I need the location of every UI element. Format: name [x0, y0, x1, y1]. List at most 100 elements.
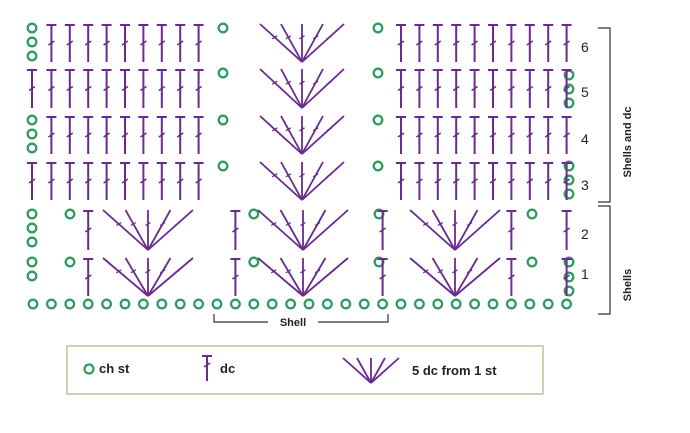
chain-stitch — [563, 256, 575, 268]
dc-stitch — [27, 162, 37, 200]
dc-stitch — [469, 24, 480, 62]
chain-stitch — [563, 160, 575, 172]
dc-stitch — [524, 116, 535, 154]
dc-stitch — [83, 69, 94, 108]
chain-stitch — [561, 298, 573, 310]
dc-stitch — [432, 69, 443, 108]
chain-stitch — [505, 298, 517, 310]
chain-stitch — [26, 128, 38, 140]
dc-stitch — [561, 258, 572, 296]
shells-label: Shells — [622, 269, 634, 301]
dc-stitch — [561, 162, 572, 200]
dc-stitch — [451, 24, 462, 62]
chain-stitch — [563, 174, 575, 186]
row-number-3: 3 — [581, 177, 589, 193]
row-numbers: 1 2 3 4 5 6 — [581, 39, 589, 282]
dc-stitch — [156, 24, 167, 62]
dc-stitch — [193, 162, 204, 200]
dc-stitch — [414, 69, 425, 108]
chain-stitch — [217, 114, 229, 126]
chain-stitch — [217, 67, 229, 79]
chain-stitch — [563, 188, 575, 200]
dc-stitch — [101, 24, 112, 62]
dc-stitch — [488, 69, 498, 108]
chain-stitch — [321, 298, 333, 310]
chain-stitch — [26, 114, 38, 126]
dc-stitch — [64, 69, 75, 108]
chain-stitch — [266, 298, 278, 310]
dc-stitch — [64, 162, 75, 200]
chain-stitch — [248, 256, 260, 268]
dc-stitch — [156, 116, 167, 154]
dc-stitch — [120, 24, 130, 62]
chain-stitch — [372, 67, 384, 79]
double-crochet-icon — [202, 355, 212, 381]
dc-stitch — [506, 258, 517, 296]
shell-label: Shell — [280, 317, 306, 329]
dc-stitch — [175, 116, 186, 154]
dc-stitch — [469, 162, 480, 200]
row-number-2: 2 — [581, 226, 589, 242]
dc-stitch — [396, 24, 406, 62]
chain-stitch — [26, 256, 38, 268]
chain-stitch — [101, 298, 113, 310]
dc-stitch — [46, 69, 57, 108]
dc-stitch — [230, 258, 241, 296]
shells-and-dc-bracket: Shells and dc — [598, 27, 634, 203]
dc-stitch — [506, 24, 517, 62]
dc-stitch — [396, 162, 406, 200]
chain-stitch — [542, 298, 554, 310]
dc-stitch — [101, 162, 112, 200]
dc-stitch — [414, 116, 425, 154]
legend-chain: ch st — [82, 361, 129, 376]
chain-stitch — [26, 50, 38, 62]
chain-stitch — [26, 22, 38, 34]
dc-stitch — [396, 116, 406, 154]
chain-stitch — [193, 298, 205, 310]
chain-stitch — [526, 256, 538, 268]
chain-stitch — [248, 208, 260, 220]
chain-stitch — [248, 298, 260, 310]
dc-stitch — [432, 162, 443, 200]
legend-shell: 5 dc from 1 st — [340, 355, 497, 385]
dc-stitch — [396, 69, 406, 108]
shell-bracket: Shell — [213, 314, 389, 329]
dc-stitch — [175, 24, 186, 62]
dc-stitch — [543, 69, 554, 108]
chain-stitch — [119, 298, 131, 310]
dc-stitch — [414, 24, 425, 62]
row-number-4: 4 — [581, 131, 589, 147]
dc-stitch — [101, 116, 112, 154]
dc-stitch — [469, 69, 480, 108]
dc-stitch — [193, 24, 204, 62]
stitch-grid — [26, 22, 575, 310]
dc-stitch — [488, 24, 498, 62]
chain-stitch — [340, 298, 352, 310]
legend-chain-label: ch st — [99, 361, 130, 376]
dc-stitch — [83, 258, 94, 296]
shell-stitch — [259, 68, 345, 109]
dc-stitch — [101, 69, 112, 108]
chain-stitch — [26, 236, 38, 248]
dc-stitch — [377, 210, 388, 250]
dc-stitch — [506, 210, 517, 250]
dc-stitch — [524, 24, 535, 62]
dc-stitch — [193, 116, 204, 154]
chain-stitch — [358, 298, 370, 310]
chain-stitch-icon — [83, 362, 95, 375]
row-number-1: 1 — [581, 266, 589, 282]
shell-stitch — [102, 257, 194, 297]
chain-stitch — [526, 208, 538, 220]
dc-stitch — [488, 116, 498, 154]
chain-stitch — [285, 298, 297, 310]
dc-stitch — [175, 162, 186, 200]
dc-stitch — [138, 69, 149, 108]
chain-stitch — [137, 298, 149, 310]
legend-shell-label: 5 dc from 1 st — [412, 362, 497, 378]
shell-stitch — [257, 209, 349, 251]
shells-and-dc-label: Shells and dc — [622, 107, 634, 178]
shell-stitch-icon — [342, 357, 400, 384]
chain-stitch — [64, 298, 76, 310]
shells-bracket: Shells — [598, 205, 634, 315]
